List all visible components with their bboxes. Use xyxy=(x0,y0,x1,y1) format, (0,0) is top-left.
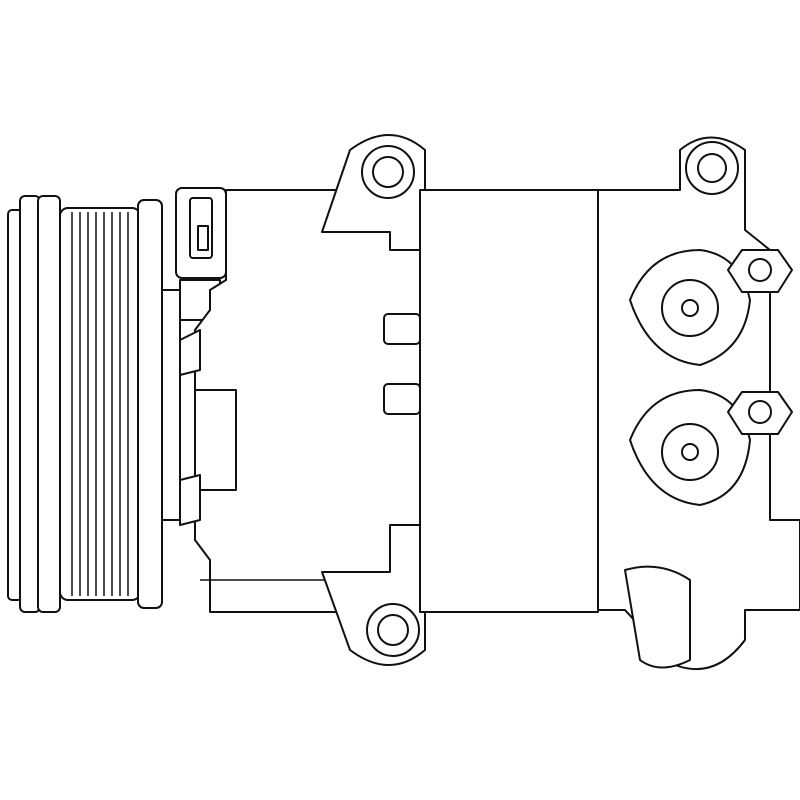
service-port-lower xyxy=(629,389,793,506)
electrical-connector xyxy=(175,187,227,321)
front-housing xyxy=(179,189,421,613)
pulley-grooves xyxy=(71,212,129,596)
mounting-ear-top-left xyxy=(321,134,426,251)
middle-housing xyxy=(419,189,599,613)
pulley xyxy=(7,195,181,613)
service-port-upper xyxy=(629,249,793,366)
